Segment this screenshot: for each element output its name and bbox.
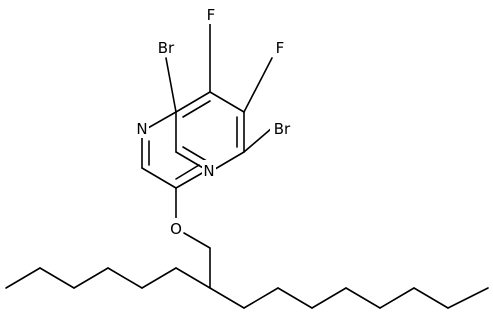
bond: [147, 111, 177, 129]
atom-labels: Br F F Br N N O: [135, 4, 294, 238]
atom-label-br-upper: Br: [158, 39, 175, 57]
bond: [277, 287, 313, 309]
halogen-bonds: [165, 23, 273, 153]
label-background: [169, 218, 183, 238]
bond: [447, 287, 489, 309]
bond: [379, 287, 415, 309]
bond: [107, 267, 143, 289]
atom-label-n-right: N: [203, 162, 214, 180]
label-background: [272, 37, 286, 57]
bond-to-f-right: [243, 57, 273, 113]
bond-to-br-upper: [165, 57, 177, 113]
bond: [311, 287, 347, 309]
bond: [413, 287, 449, 309]
bond: [175, 171, 205, 189]
pyrazine-ring: [141, 111, 205, 189]
bond: [175, 91, 211, 113]
bond: [243, 287, 279, 309]
bond-to-br-lower: [243, 127, 273, 153]
bond: [141, 167, 177, 189]
atom-label-br-lower: Br: [274, 120, 291, 138]
hexyl-chain: [5, 267, 211, 289]
atom-label-oxygen: O: [170, 220, 182, 238]
double-bond-inner: [175, 164, 200, 180]
ether-chain: [175, 187, 211, 289]
double-bond-inner: [182, 100, 211, 118]
atom-label-n-left: N: [136, 120, 147, 138]
atom-label-f-right: F: [276, 39, 285, 57]
octyl-chain: [209, 287, 489, 309]
bond: [141, 267, 177, 289]
atom-label-f-left: F: [207, 6, 216, 24]
bond: [209, 287, 245, 309]
label-background: [135, 118, 149, 138]
bond: [345, 287, 381, 309]
bond: [39, 267, 75, 289]
label-background: [202, 160, 216, 180]
bond: [175, 267, 211, 289]
bond: [183, 232, 211, 249]
bond: [209, 91, 245, 113]
bond: [73, 267, 109, 289]
bond: [5, 267, 41, 289]
label-background: [270, 118, 294, 138]
label-background: [204, 4, 218, 24]
label-background: [154, 37, 178, 57]
